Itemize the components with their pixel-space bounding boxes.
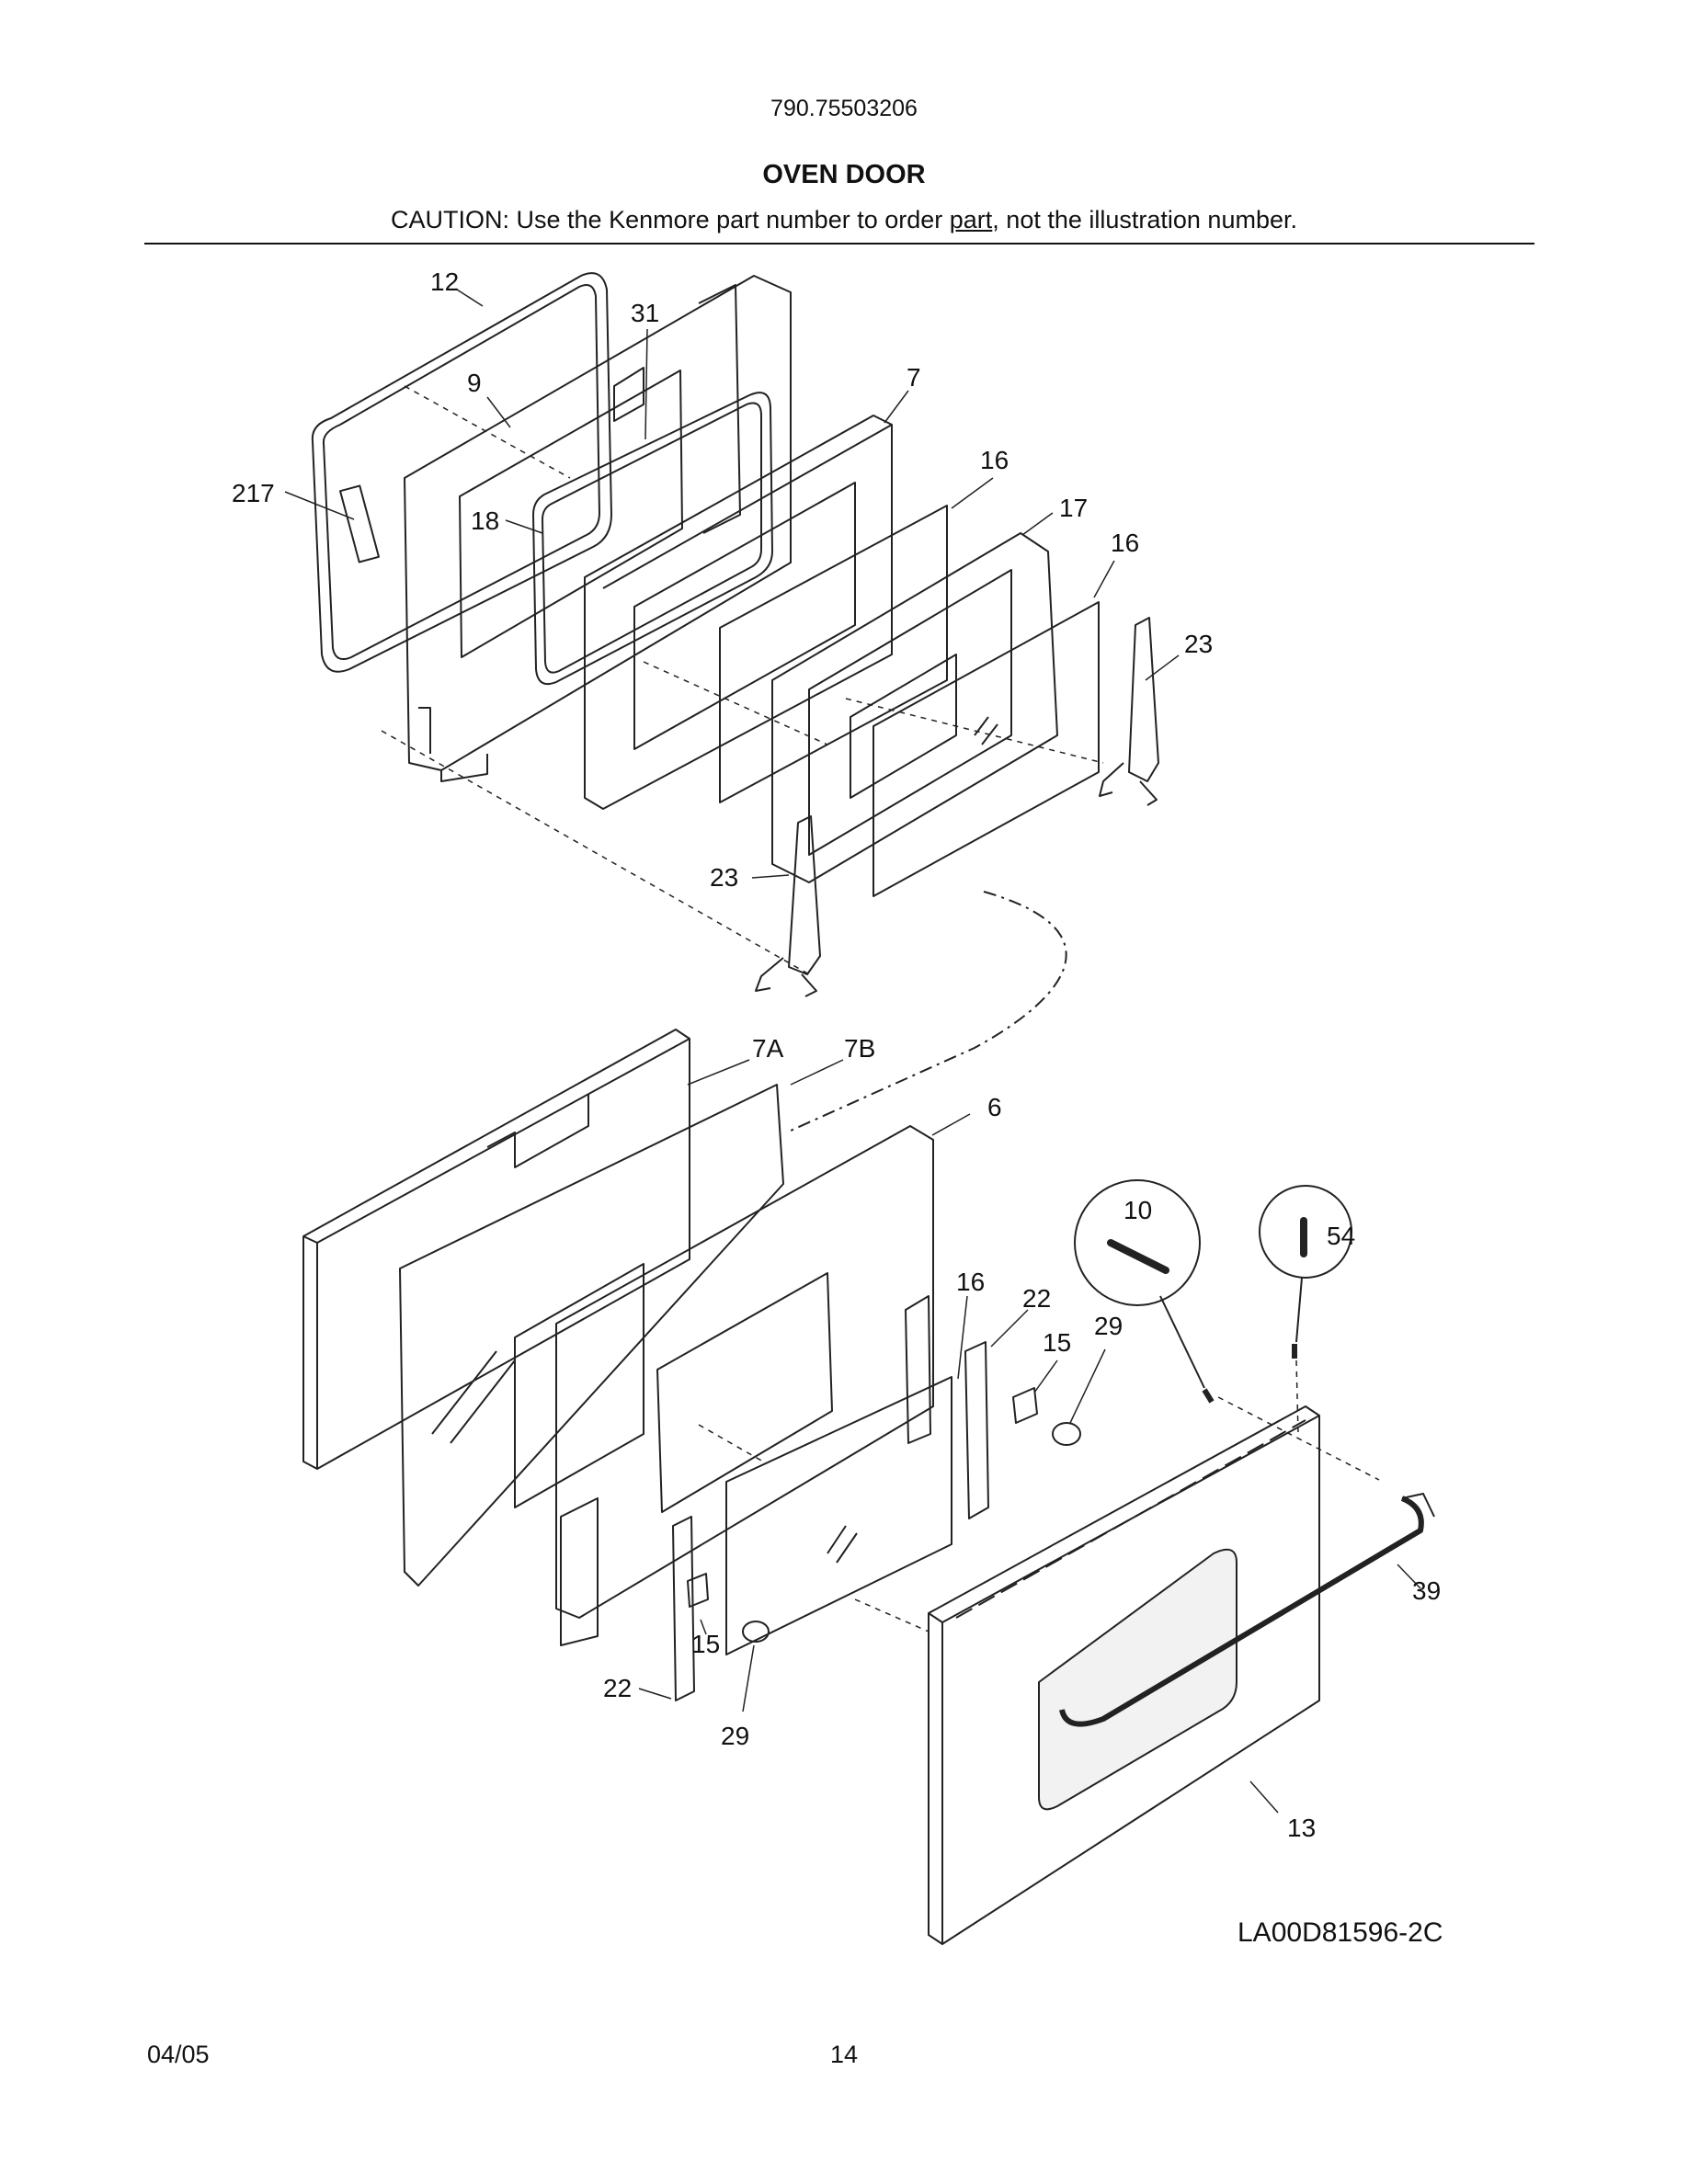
outer-door-part-13 (928, 1405, 1320, 1945)
screw-detail-part-54 (1259, 1185, 1352, 1359)
callout-29-right: 29 (1094, 1312, 1123, 1340)
outer-insulation-part-7A (302, 1029, 690, 1470)
callout-18: 18 (471, 506, 499, 535)
callout-15-right: 15 (1043, 1328, 1071, 1357)
callout-7A: 7A (752, 1034, 784, 1063)
insulation-frame-part-7 (584, 415, 893, 810)
callout-9: 9 (467, 369, 482, 397)
callout-16-upper-b: 16 (1111, 529, 1139, 557)
clip-part-15-right (1012, 1387, 1038, 1424)
clip-part-15-left (687, 1573, 709, 1608)
callout-16-lower: 16 (956, 1268, 985, 1296)
callout-23-left: 23 (710, 863, 738, 892)
handle-part-39 (1059, 1493, 1435, 1727)
alignment-lines-upper (381, 385, 1104, 975)
bracket-part-22-right (964, 1341, 989, 1519)
assembly-connector-line (790, 891, 1067, 1132)
callout-22-left: 22 (603, 1674, 632, 1702)
callout-29-left: 29 (721, 1722, 749, 1750)
section-title: OVEN DOOR (762, 160, 926, 189)
callout-12: 12 (430, 267, 459, 296)
header-rule (144, 243, 1534, 245)
caution-text-before: CAUTION: Use the Kenmore part number to … (391, 206, 950, 233)
glass-part-16-upper-b (873, 601, 1100, 897)
glass-frame-part-17 (771, 532, 1058, 883)
drawing-id: LA00D81596-2C (1237, 1917, 1443, 1948)
callout-17: 17 (1059, 494, 1088, 522)
hinge-part-23-right (1099, 617, 1159, 806)
glass-part-16-upper-a (719, 505, 948, 803)
callout-6: 6 (987, 1093, 1002, 1121)
callout-39: 39 (1412, 1576, 1441, 1605)
hinge-part-23-left (755, 815, 821, 997)
footer-page-number: 14 (829, 2041, 859, 2068)
callout-7B: 7B (844, 1034, 875, 1063)
door-panel-part-6 (514, 1125, 934, 1646)
caution-note: CAUTION: Use the Kenmore part number to … (0, 206, 1688, 234)
model-number: 790.75503206 (770, 96, 918, 121)
callout-217: 217 (232, 479, 275, 507)
bumper-part-29-right (1052, 1422, 1081, 1446)
callout-22-right: 22 (1022, 1284, 1051, 1313)
callout-31: 31 (631, 299, 659, 327)
callout-54: 54 (1327, 1222, 1355, 1250)
bumper-part-29-left (742, 1621, 770, 1643)
callout-7: 7 (907, 363, 921, 392)
callout-15-left: 15 (691, 1630, 720, 1658)
callout-13: 13 (1287, 1814, 1316, 1842)
caution-text-underlined: part (949, 206, 993, 233)
leader-lines (284, 289, 1421, 1814)
caution-text-after: , not the illustration number. (992, 206, 1297, 233)
glass-part-16-lower (725, 1376, 952, 1655)
window-gasket-part-18 (532, 392, 773, 686)
footer-date: 04/05 (147, 2041, 210, 2068)
gasket-part-12 (311, 272, 612, 673)
bracket-part-22-left (672, 1516, 695, 1701)
glass-part-7B (399, 1084, 784, 1587)
screw-detail-part-10 (1074, 1179, 1215, 1404)
callout-23-right: 23 (1184, 630, 1213, 658)
alignment-lines-lower (698, 1359, 1380, 1632)
callout-16-upper-a: 16 (980, 446, 1009, 474)
callout-10: 10 (1123, 1196, 1152, 1224)
